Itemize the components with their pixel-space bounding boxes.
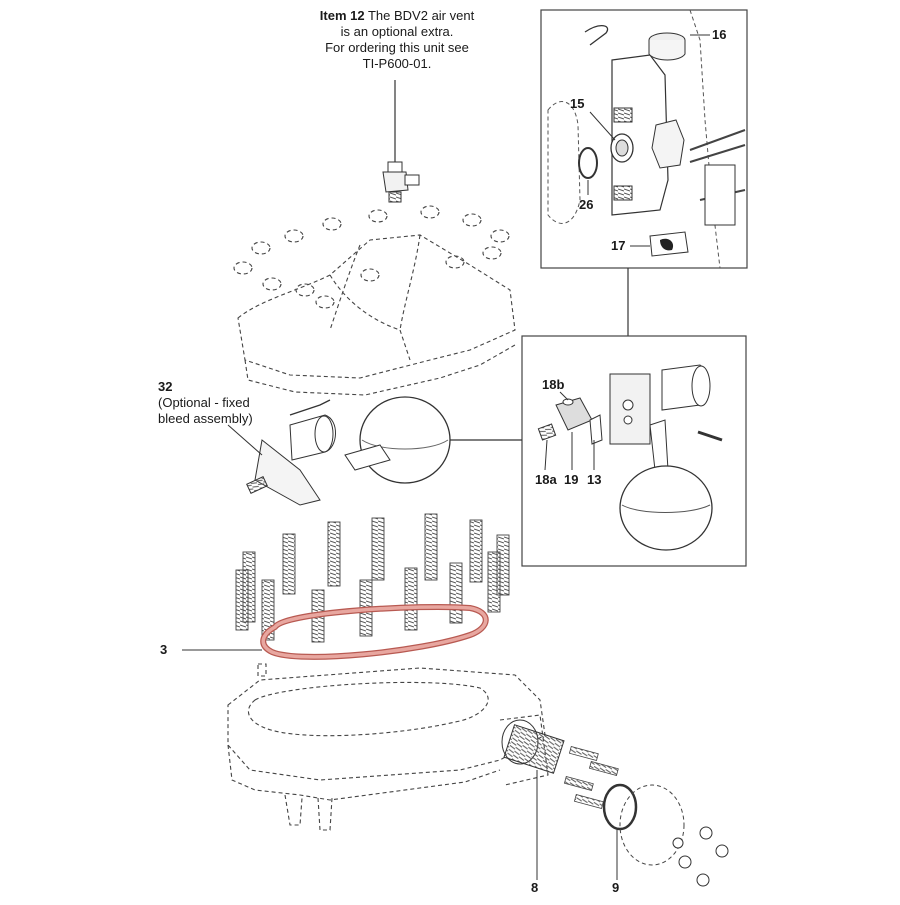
- callout-32-line1: (Optional - fixed: [158, 395, 250, 410]
- detail-panel-top: [540, 9, 748, 269]
- callout-8: 8: [531, 880, 539, 895]
- callout-26: 26: [579, 197, 594, 212]
- note-line1: The BDV2 air vent: [367, 8, 475, 23]
- air-vent: [382, 80, 420, 203]
- callout-9: 9: [612, 880, 620, 895]
- gasket: [182, 604, 489, 660]
- callout-19: 19: [564, 472, 579, 487]
- valve-mechanism: [501, 719, 619, 880]
- callout-13: 13: [587, 472, 602, 487]
- callout-32: 32: [158, 379, 173, 394]
- note-line2: is an optional extra.: [340, 24, 454, 39]
- detail-panel-float: [521, 335, 747, 567]
- callout-16: 16: [712, 27, 727, 42]
- note-line3: For ordering this unit see: [325, 40, 469, 55]
- body-dashed: [227, 663, 549, 831]
- studs: [235, 513, 510, 643]
- callout-17: 17: [611, 238, 626, 253]
- callout-18b: 18b: [542, 377, 565, 392]
- cover-nuts: [233, 205, 510, 309]
- callout-32-line2: bleed assembly): [158, 411, 253, 426]
- callout-32-text: 32 (Optional - fixed bleed assembly): [158, 379, 253, 427]
- callout-18a: 18a: [535, 472, 557, 487]
- callout-3: 3: [160, 642, 168, 657]
- cover-dashed: [233, 205, 516, 396]
- note-line4: TI-P600-01.: [362, 56, 432, 71]
- callout-15: 15: [570, 96, 585, 111]
- air-vent-note: Item 12 The BDV2 air vent is an optional…: [282, 8, 512, 72]
- float-assembly: [227, 396, 451, 506]
- note-item-label: Item 12: [319, 8, 365, 23]
- oring-and-endcover: [602, 783, 729, 887]
